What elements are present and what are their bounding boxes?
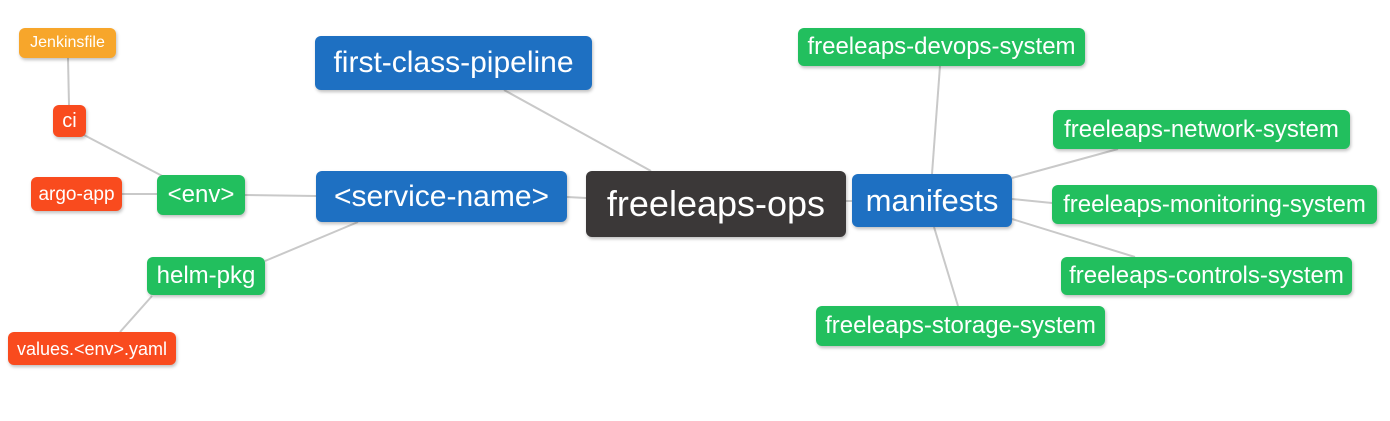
edge-jenkinsfile-ci — [67, 57, 70, 106]
node-helm-pkg[interactable]: helm-pkg — [147, 257, 265, 295]
node-env[interactable]: <env> — [157, 175, 245, 215]
edge-manifests-freeleaps-storage-system — [933, 226, 959, 307]
node-freeleaps-controls-system[interactable]: freeleaps-controls-system — [1061, 257, 1352, 295]
edge-manifests-freeleaps-monitoring-system — [1011, 198, 1053, 204]
node-freeleaps-ops[interactable]: freeleaps-ops — [586, 171, 846, 237]
node-jenkinsfile[interactable]: Jenkinsfile — [19, 28, 116, 58]
node-argo-app[interactable]: argo-app — [31, 177, 122, 211]
edge-values-env-yaml-helm-pkg — [119, 295, 153, 333]
node-freeleaps-network-system[interactable]: freeleaps-network-system — [1053, 110, 1350, 149]
edge-helm-pkg-service-name — [264, 221, 359, 262]
edge-first-class-pipeline-freeleaps-ops — [503, 89, 652, 172]
edge-ci-env — [83, 134, 169, 180]
edge-service-name-freeleaps-ops — [566, 196, 587, 199]
edge-manifests-freeleaps-network-system — [1011, 148, 1119, 179]
edge-manifests-freeleaps-devops-system — [931, 65, 941, 175]
node-freeleaps-monitoring-system[interactable]: freeleaps-monitoring-system — [1052, 185, 1377, 224]
node-freeleaps-storage-system[interactable]: freeleaps-storage-system — [816, 306, 1105, 346]
edge-manifests-freeleaps-controls-system — [1011, 218, 1136, 258]
node-values-env-yaml[interactable]: values.<env>.yaml — [8, 332, 176, 365]
edge-env-service-name — [244, 194, 317, 197]
node-service-name[interactable]: <service-name> — [316, 171, 567, 222]
node-first-class-pipeline[interactable]: first-class-pipeline — [315, 36, 592, 90]
node-freeleaps-devops-system[interactable]: freeleaps-devops-system — [798, 28, 1085, 66]
node-ci[interactable]: ci — [53, 105, 86, 137]
node-manifests[interactable]: manifests — [852, 174, 1012, 227]
